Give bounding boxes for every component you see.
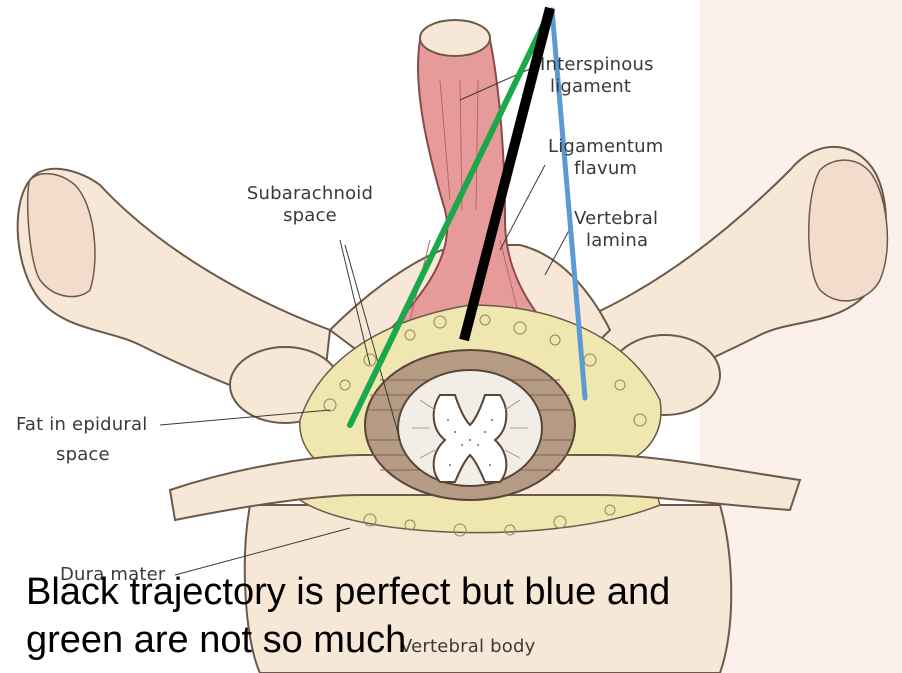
caption: Black trajectory is perfect but blue and… <box>26 568 886 664</box>
label-flavum-line2: flavum <box>548 158 664 180</box>
label-subarachnoid-line2: space <box>240 205 380 227</box>
label-interspinous-line1: Interspinous <box>540 54 654 76</box>
label-lamina-line1: Vertebral <box>574 208 658 230</box>
label-fat-line1: Fat in epidural <box>16 414 147 436</box>
right-process-tip <box>809 160 888 301</box>
label-flavum-line1: Ligamentum <box>548 136 664 158</box>
label-subarachnoid-space: Subarachnoid space <box>240 183 380 227</box>
label-lamina-line2: lamina <box>574 230 658 252</box>
label-interspinous-ligament: Interspinous ligament <box>540 54 654 98</box>
label-ligamentum-flavum: Ligamentum flavum <box>548 136 664 180</box>
label-interspinous-line2: ligament <box>540 76 654 98</box>
label-fat-line2: space <box>16 444 147 466</box>
label-vertebral-lamina: Vertebral lamina <box>574 208 658 252</box>
spinous-process-tip <box>420 20 490 56</box>
label-fat-epidural-space: Fat in epidural space <box>16 414 147 466</box>
caption-line-1: Black trajectory is perfect but blue and <box>26 568 886 616</box>
caption-line-2: green are not so much <box>26 616 886 664</box>
label-subarachnoid-line1: Subarachnoid <box>240 183 380 205</box>
